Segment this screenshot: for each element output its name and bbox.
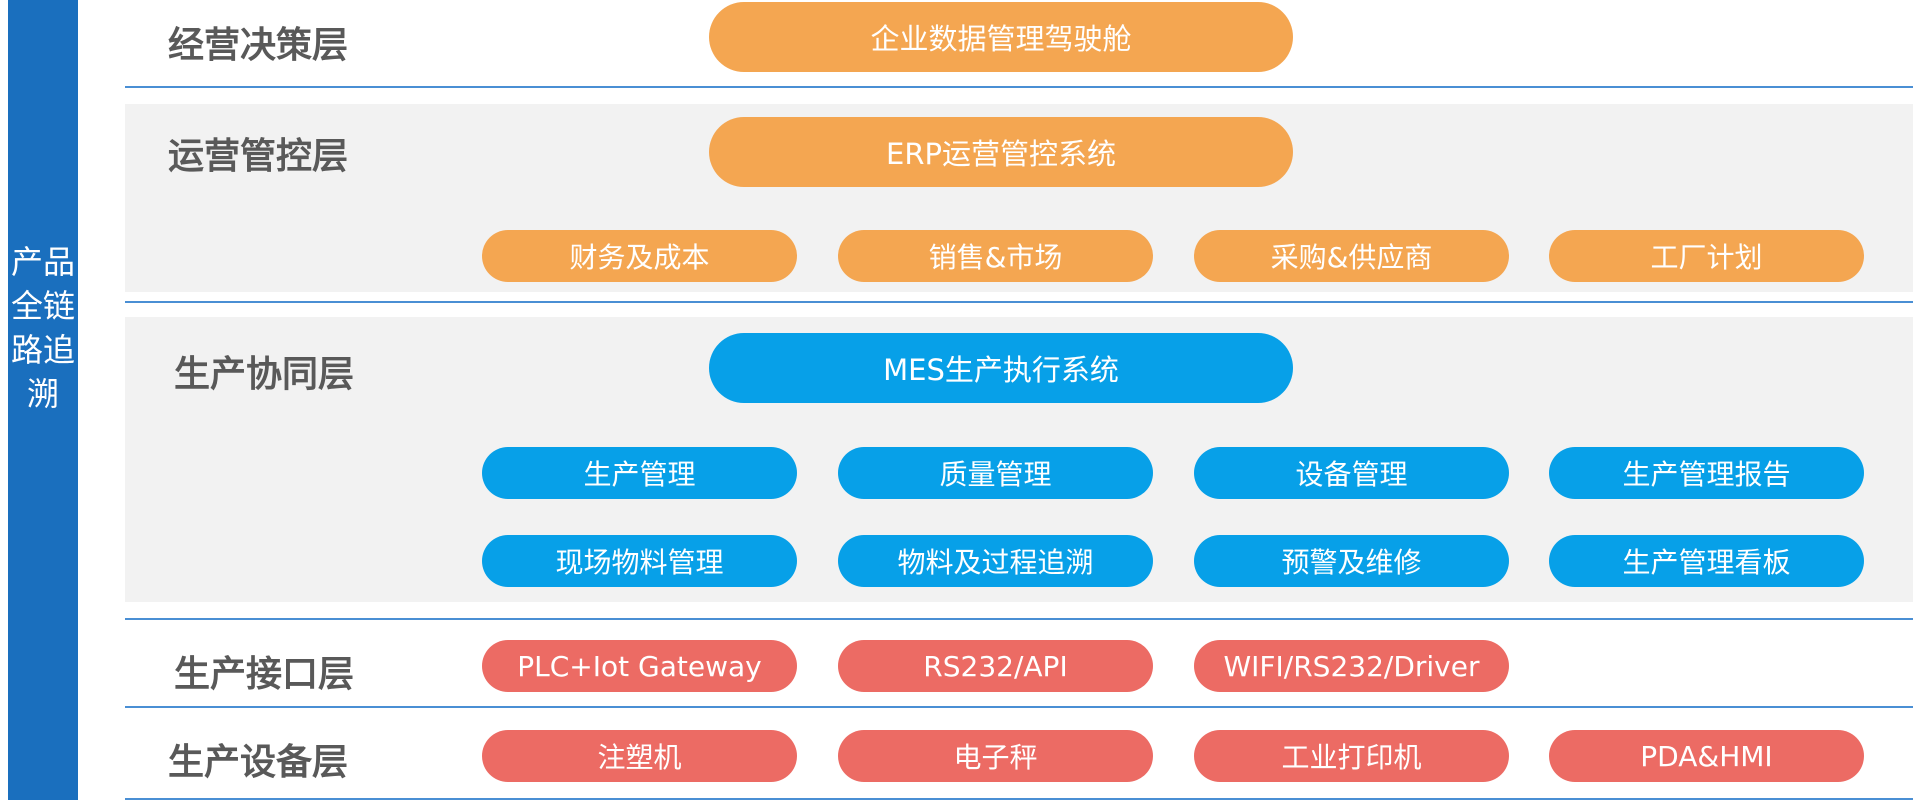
- erp-module-sales: 销售&市场: [838, 230, 1153, 282]
- equipment-item: 注塑机: [482, 730, 797, 782]
- erp-module-finance: 财务及成本: [482, 230, 797, 282]
- divider-line: [125, 301, 1913, 303]
- erp-system-box: ERP运营管控系统: [709, 117, 1293, 187]
- mes-module: 质量管理: [838, 447, 1153, 499]
- mes-module: 设备管理: [1194, 447, 1509, 499]
- interface-layer-label: 生产接口层: [174, 654, 355, 695]
- mes-module: 现场物料管理: [482, 535, 797, 587]
- mes-module: 预警及维修: [1194, 535, 1509, 587]
- interface-item: RS232/API: [838, 640, 1153, 692]
- interface-item: PLC+Iot Gateway: [482, 640, 797, 692]
- interface-item: WIFI/RS232/Driver: [1194, 640, 1509, 692]
- erp-module-purchasing: 采购&供应商: [1194, 230, 1509, 282]
- divider-line: [125, 618, 1913, 620]
- traceability-side-bar: 产品全链路追溯: [8, 0, 78, 800]
- divider-line: [125, 706, 1913, 708]
- divider-line: [125, 798, 1913, 800]
- mes-module: 生产管理: [482, 447, 797, 499]
- mes-module: 生产管理报告: [1549, 447, 1864, 499]
- equipment-item: PDA&HMI: [1549, 730, 1864, 782]
- divider-line: [125, 86, 1913, 88]
- equipment-item: 电子秤: [838, 730, 1153, 782]
- equipment-layer-label: 生产设备层: [168, 742, 349, 783]
- traceability-label: 产品全链路追溯: [10, 243, 75, 413]
- production-layer-label: 生产协同层: [174, 354, 355, 395]
- data-cockpit-box: 企业数据管理驾驶舱: [709, 2, 1293, 72]
- erp-module-plant-planning: 工厂计划: [1549, 230, 1864, 282]
- mes-module: 物料及过程追溯: [838, 535, 1153, 587]
- operation-layer-label: 运营管控层: [168, 136, 349, 177]
- decision-layer-label: 经营决策层: [168, 25, 349, 66]
- mes-module: 生产管理看板: [1549, 535, 1864, 587]
- equipment-item: 工业打印机: [1194, 730, 1509, 782]
- mes-system-box: MES生产执行系统: [709, 333, 1293, 403]
